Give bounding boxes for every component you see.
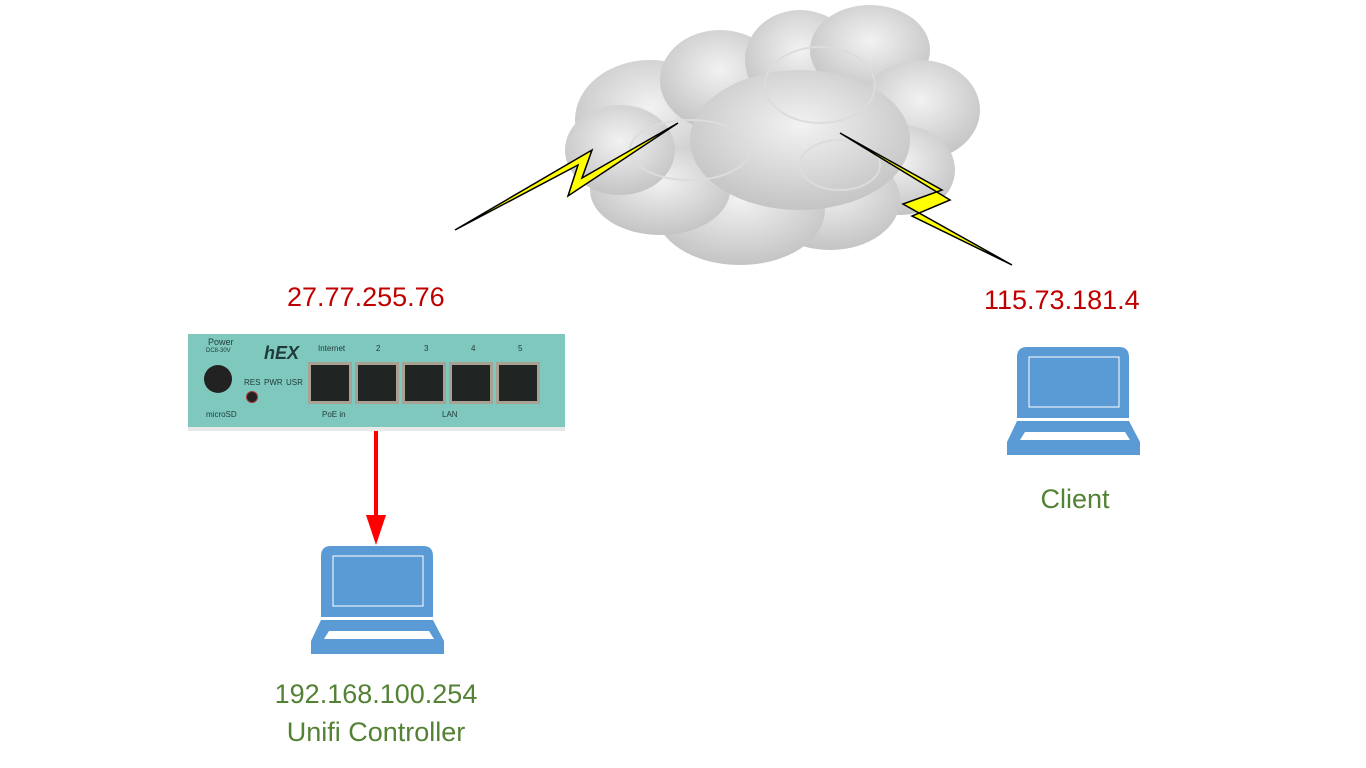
model-label: hEX: [264, 343, 300, 363]
port-label-2: 2: [376, 344, 381, 353]
port-label-internet: Internet: [318, 344, 346, 353]
ethernet-port-1: [308, 362, 352, 404]
reset-button: [246, 391, 258, 403]
wan-ip-label: 27.77.255.76: [287, 282, 445, 312]
ethernet-port-4: [449, 362, 493, 404]
power-label: Power: [208, 337, 234, 347]
res-label: RES: [244, 378, 261, 387]
client-label: Client: [1040, 484, 1110, 514]
lightning-left-icon: [454, 122, 679, 231]
ethernet-port-3: [402, 362, 446, 404]
ethernet-port-2: [355, 362, 399, 404]
client-ip-label: 115.73.181.4: [984, 285, 1140, 315]
lightning-right-icon: [839, 132, 1013, 266]
power-spec: DC8-30V: [206, 348, 231, 354]
lan-label: LAN: [442, 410, 458, 419]
power-jack-icon: [204, 365, 232, 393]
pwr-label: PWR: [264, 378, 283, 387]
port-label-3: 3: [424, 344, 429, 353]
controller-label: 192.168.100.254 Unifi Controller: [226, 675, 526, 751]
port-label-5: 5: [518, 344, 523, 353]
laptop-controller-icon: [311, 546, 444, 654]
router-hex-image: Power DC8-30V hEX RES PWR USR microSD In…: [188, 334, 565, 431]
port-label-4: 4: [471, 344, 476, 353]
microsd-label: microSD: [206, 410, 237, 419]
arrowhead-icon: [366, 515, 386, 545]
laptop-client-icon: [1007, 347, 1140, 455]
controller-ip: 192.168.100.254: [274, 679, 478, 709]
ethernet-port-5: [496, 362, 540, 404]
poe-in-label: PoE in: [322, 410, 346, 419]
cloud-icon: [565, 5, 980, 265]
controller-name: Unifi Controller: [286, 717, 466, 747]
usr-label: USR: [286, 378, 303, 387]
